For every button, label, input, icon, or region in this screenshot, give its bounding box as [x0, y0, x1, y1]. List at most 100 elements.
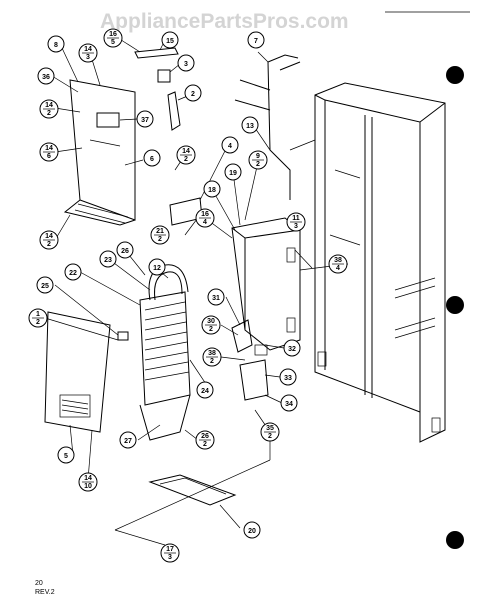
svg-text:12: 12 — [153, 265, 161, 272]
fraction-14-3: 143 — [78, 43, 98, 63]
callout-34: 34 — [280, 394, 298, 412]
callout-37: 37 — [136, 110, 154, 128]
svg-text:21: 21 — [156, 228, 164, 235]
fraction-38-4: 384 — [328, 254, 348, 274]
callout-19: 19 — [224, 163, 242, 181]
svg-text:26: 26 — [201, 433, 209, 440]
callout-33: 33 — [279, 368, 297, 386]
svg-text:5: 5 — [64, 453, 68, 460]
callout-12: 12 — [148, 258, 166, 276]
svg-text:16: 16 — [109, 31, 117, 38]
fraction-21-2: 212 — [150, 225, 170, 245]
svg-text:2: 2 — [256, 161, 260, 168]
svg-text:2: 2 — [191, 91, 195, 98]
svg-text:3: 3 — [86, 54, 90, 61]
tubing-assembly — [234, 54, 316, 200]
svg-text:2: 2 — [36, 319, 40, 326]
watermark-text: AppliancePartsPros.com — [100, 10, 349, 33]
part-2-rod — [167, 91, 181, 131]
svg-text:6: 6 — [150, 156, 154, 163]
svg-text:14: 14 — [84, 46, 92, 53]
front-grille-panel — [44, 311, 111, 433]
motor-assembly — [231, 319, 269, 401]
svg-text:24: 24 — [201, 388, 209, 395]
footer-revision: REV.2 — [35, 589, 55, 596]
callout-2: 2 — [184, 84, 202, 102]
drain-pan-lip — [159, 477, 227, 495]
callout-4: 4 — [221, 136, 239, 154]
leader-lines — [44, 37, 349, 546]
callout-27: 27 — [119, 431, 137, 449]
callout-5: 5 — [57, 446, 75, 464]
evaporator-housing — [231, 217, 301, 351]
svg-text:2: 2 — [203, 441, 207, 448]
svg-text:6: 6 — [47, 153, 51, 160]
fraction-17-3: 173 — [160, 543, 180, 563]
svg-text:35: 35 — [266, 425, 274, 432]
svg-text:38: 38 — [208, 350, 216, 357]
svg-text:2: 2 — [47, 241, 51, 248]
fraction-26-2: 262 — [195, 430, 215, 450]
svg-text:7: 7 — [254, 38, 258, 45]
part-25-clip — [117, 331, 129, 341]
fraction-9-2: 92 — [248, 150, 268, 170]
svg-text:15: 15 — [166, 38, 174, 45]
callout-7: 7 — [247, 31, 265, 49]
callout-24: 24 — [196, 381, 214, 399]
fraction-14-6: 146 — [39, 142, 59, 162]
svg-text:10: 10 — [84, 483, 92, 490]
svg-text:30: 30 — [207, 318, 215, 325]
svg-text:14: 14 — [84, 475, 92, 482]
fraction-38-2-a: 382 — [202, 347, 222, 367]
svg-text:26: 26 — [121, 248, 129, 255]
callout-23: 23 — [99, 250, 117, 268]
fraction-14-2-b: 142 — [176, 145, 196, 165]
callout-22: 22 — [64, 263, 82, 281]
part-15-strip — [134, 47, 179, 59]
fraction-16-4: 164 — [195, 208, 215, 228]
svg-text:18: 18 — [208, 187, 216, 194]
fraction-14-2-a: 142 — [39, 99, 59, 119]
callout-8: 8 — [47, 35, 65, 53]
svg-text:3: 3 — [294, 223, 298, 230]
callout-36: 36 — [37, 67, 55, 85]
fraction-30-2: 302 — [201, 315, 221, 335]
svg-text:3: 3 — [168, 554, 172, 561]
svg-text:11: 11 — [292, 215, 300, 222]
callout-32: 32 — [283, 339, 301, 357]
callout-18: 18 — [203, 180, 221, 198]
back-panel — [63, 79, 136, 226]
svg-text:16: 16 — [201, 211, 209, 218]
svg-text:14: 14 — [45, 233, 53, 240]
callout-31: 31 — [207, 288, 225, 306]
svg-text:4: 4 — [228, 143, 232, 150]
svg-text:23: 23 — [104, 257, 112, 264]
callout-6: 6 — [143, 149, 161, 167]
footer-page-number: 20 — [35, 580, 43, 587]
svg-text:20: 20 — [248, 528, 256, 535]
svg-text:32: 32 — [288, 346, 296, 353]
callout-20: 20 — [243, 521, 261, 539]
fraction-16-5: 165 — [103, 28, 123, 48]
part-37-block — [96, 112, 120, 128]
svg-text:25: 25 — [41, 283, 49, 290]
svg-text:38: 38 — [334, 257, 342, 264]
svg-text:5: 5 — [111, 39, 115, 46]
cabinet-assembly — [314, 82, 446, 443]
svg-text:33: 33 — [284, 375, 292, 382]
part-3-cube — [157, 69, 171, 83]
svg-text:14: 14 — [45, 145, 53, 152]
svg-text:37: 37 — [141, 117, 149, 124]
svg-text:14: 14 — [182, 148, 190, 155]
fraction-14-2-c: 142 — [39, 230, 59, 250]
svg-text:2: 2 — [268, 433, 272, 440]
callout-13: 13 — [241, 116, 259, 134]
svg-text:2: 2 — [210, 358, 214, 365]
fraction-35-2: 352 — [260, 422, 280, 442]
svg-text:34: 34 — [285, 401, 293, 408]
svg-text:36: 36 — [42, 74, 50, 81]
binder-hole-middle — [446, 296, 464, 314]
svg-text:19: 19 — [229, 170, 237, 177]
